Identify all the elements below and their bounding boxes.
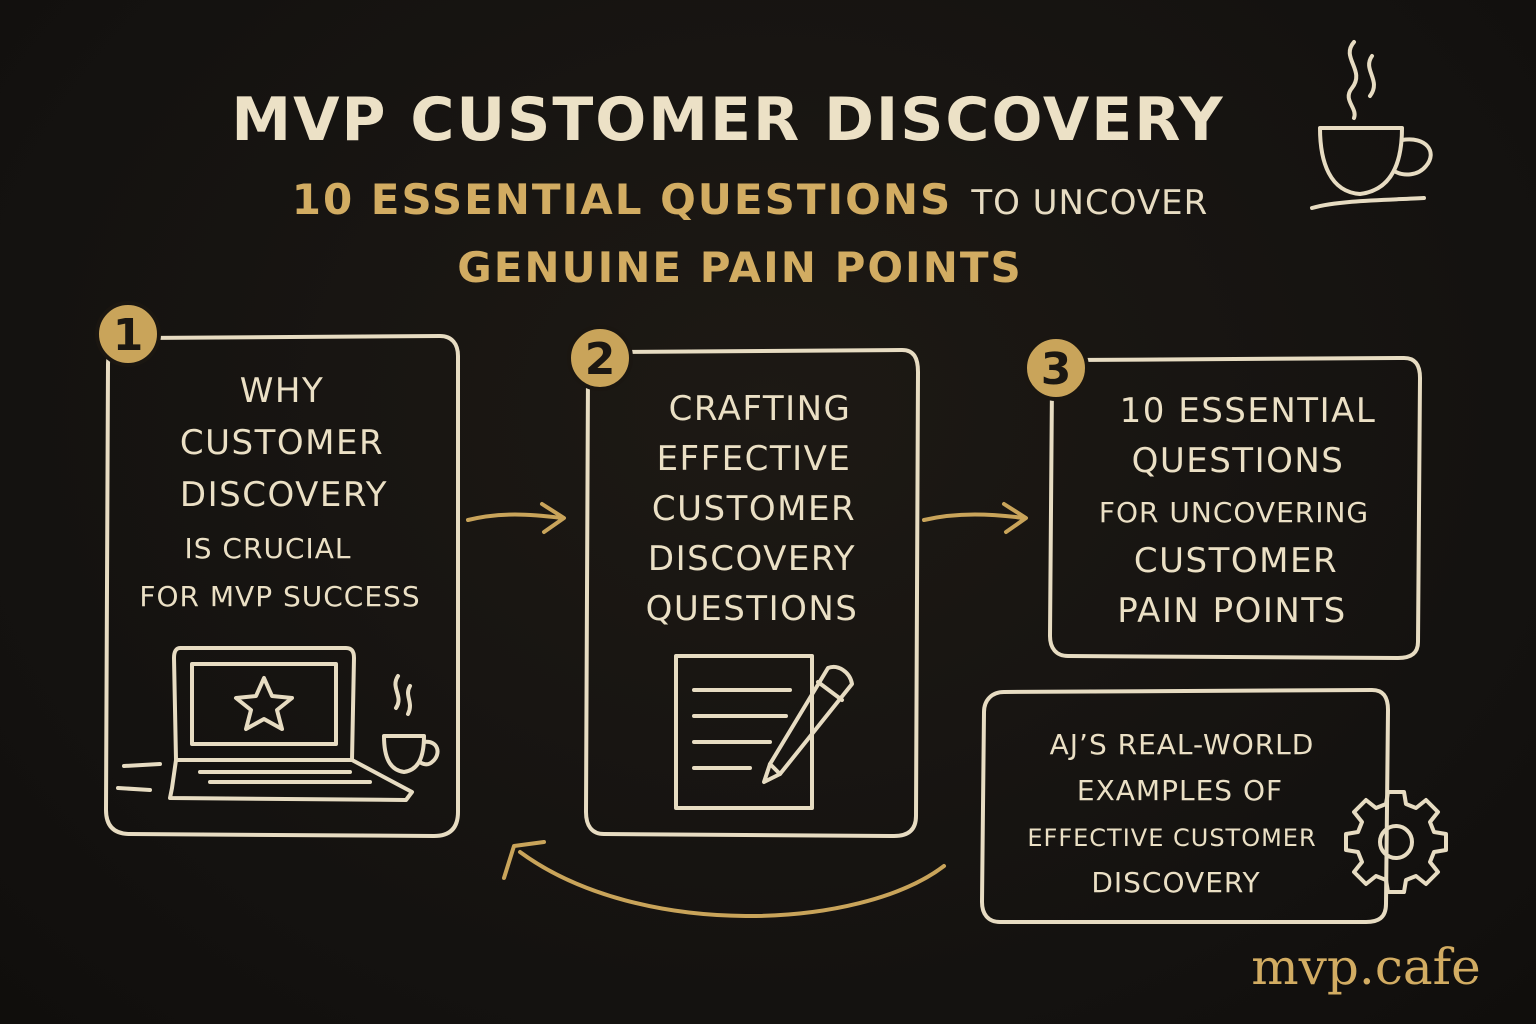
step-2-line-4: DISCOVERY xyxy=(648,539,856,579)
step-2-line-3: CUSTOMER xyxy=(652,489,856,529)
step-1-line-1: WHY xyxy=(240,371,324,411)
svg-text:2: 2 xyxy=(585,334,616,385)
small-coffee-cup-icon xyxy=(382,674,440,774)
svg-text:3: 3 xyxy=(1041,344,1072,395)
step-card-1: 1 WHY CUSTOMER DISCOVERY IS CRUCIAL FOR … xyxy=(95,301,460,838)
step-1-line-2: CUSTOMER xyxy=(180,423,384,463)
subtitle-connector: TO UNCOVER xyxy=(970,183,1208,223)
coffee-cup-icon xyxy=(1310,40,1433,210)
examples-card: AJ’S REAL-WORLD EXAMPLES OF EFFECTIVE CU… xyxy=(980,688,1448,924)
step-3-line-2: QUESTIONS xyxy=(1132,441,1345,481)
examples-line-3: EFFECTIVE CUSTOMER xyxy=(1027,824,1316,852)
gear-icon xyxy=(1344,790,1448,894)
step-2-line-5: QUESTIONS xyxy=(646,589,859,629)
step-3-line-1: 10 ESSENTIAL xyxy=(1120,391,1377,431)
step-1-line-3: DISCOVERY xyxy=(180,475,388,515)
document-pencil-icon xyxy=(674,654,854,810)
laptop-star-icon xyxy=(116,646,414,802)
step-1-line-4: IS CRUCIAL xyxy=(185,532,352,565)
step-badge-2: 2 xyxy=(567,325,633,391)
examples-line-1: AJ’S REAL-WORLD xyxy=(1050,728,1315,761)
step-2-line-1: CRAFTING xyxy=(669,389,852,429)
step-card-3: 3 10 ESSENTIAL QUESTIONS FOR UNCOVERING … xyxy=(1023,335,1422,660)
arrow-examples-to-step-1 xyxy=(502,840,946,918)
examples-line-4: DISCOVERY xyxy=(1091,866,1260,899)
step-card-2: 2 CRAFTING EFFECTIVE CUSTOMER DISCOVERY … xyxy=(567,325,920,838)
subtitle-line-2: GENUINE PAIN POINTS xyxy=(457,243,1023,292)
arrow-step-2-to-3 xyxy=(922,502,1028,534)
examples-line-2: EXAMPLES OF xyxy=(1077,774,1283,807)
page-title: MVP CUSTOMER DISCOVERY xyxy=(231,85,1224,155)
step-3-line-5: PAIN POINTS xyxy=(1117,591,1346,631)
svg-text:1: 1 xyxy=(113,310,144,361)
arrow-step-1-to-2 xyxy=(466,502,566,534)
step-3-line-3: FOR UNCOVERING xyxy=(1099,496,1369,529)
step-badge-1: 1 xyxy=(95,301,161,367)
brand-wordmark: mvp.cafe xyxy=(1251,938,1480,996)
step-2-line-2: EFFECTIVE xyxy=(657,439,852,479)
step-3-line-4: CUSTOMER xyxy=(1134,541,1338,581)
step-badge-3: 3 xyxy=(1023,335,1089,401)
step-1-line-5: FOR MVP SUCCESS xyxy=(139,580,420,613)
subtitle-line-1: 10 ESSENTIAL QUESTIONS TO UNCOVER xyxy=(292,175,1209,224)
subtitle-highlight: 10 ESSENTIAL QUESTIONS xyxy=(292,175,953,224)
